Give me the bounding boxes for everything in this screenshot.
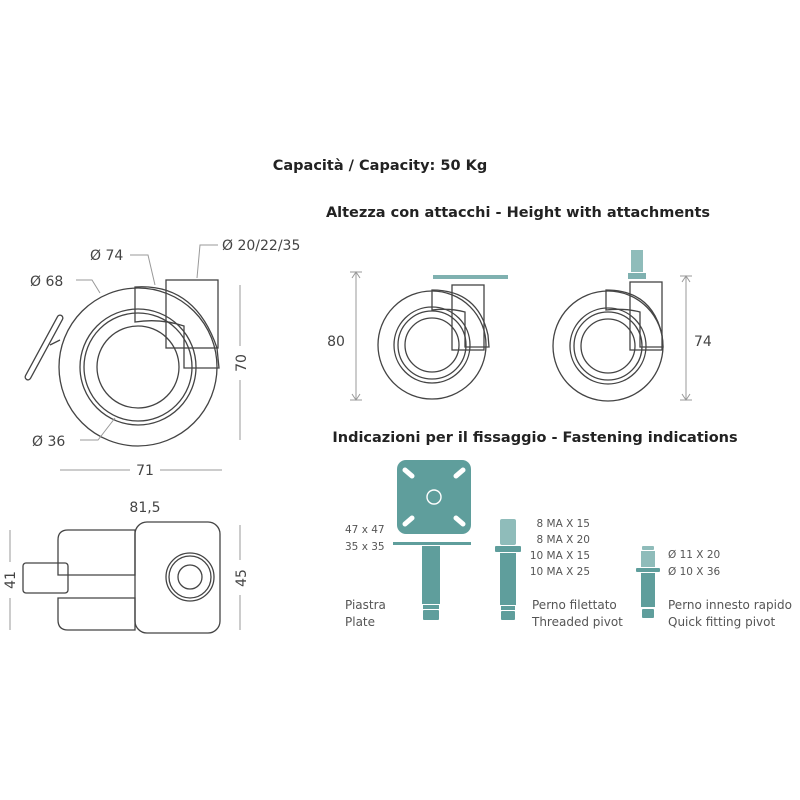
height-80-label: 80 [327,334,345,350]
quick-pivot-fitting: Ø 11 X 20 Ø 10 X 36 Perno innesto rapido… [636,546,792,629]
threaded-size-3: 10 MA X 25 [530,566,590,578]
height-heading: Altezza con attacchi - Height with attac… [326,205,710,221]
wheel-with-pivot: 74 [552,250,712,402]
width-71-label: 71 [136,463,154,479]
height-70-label: 70 [234,354,250,372]
quick-name-en: Quick fitting pivot [668,615,775,629]
plate-size-47: 47 x 47 [345,524,385,536]
quick-size-0: Ø 11 X 20 [668,549,720,561]
side-view-wheel [24,279,220,447]
plate-size-35: 35 x 35 [345,541,385,553]
capacity-title: Capacità / Capacity: 50 Kg [273,158,488,174]
plate-name-en: Plate [345,615,375,629]
threaded-pivot-fitting: 8 MA X 15 8 MA X 20 10 MA X 15 10 MA X 2… [495,518,623,629]
threaded-name-en: Threaded pivot [531,615,623,629]
quick-name-it: Perno innesto rapido [668,598,792,612]
threaded-name-it: Perno filettato [532,598,617,612]
threaded-size-0: 8 MA X 15 [537,518,591,530]
threaded-size-1: 8 MA X 20 [537,534,591,546]
fastening-heading: Indicazioni per il fissaggio - Fastening… [332,430,737,446]
width-41-label: 41 [3,571,19,589]
threaded-size-2: 10 MA X 15 [530,550,590,562]
side-view-dimensions: Ø 74 Ø 20/22/35 Ø 68 Ø 36 70 71 [30,238,300,479]
diameter-36-label: Ø 36 [32,434,65,450]
height-74-label: 74 [694,334,712,350]
width-45-label: 45 [234,569,250,587]
diameter-74-label: Ø 74 [90,248,123,264]
length-81-5-label: 81,5 [129,500,160,516]
plate-fitting: 47 x 47 35 x 35 Piastra Plate [345,460,471,629]
diameter-68-label: Ø 68 [30,274,63,290]
diameter-pivot-label: Ø 20/22/35 [222,238,300,254]
quick-size-1: Ø 10 X 36 [668,566,721,578]
bottom-view: 81,5 41 45 [3,500,250,634]
plate-name-it: Piastra [345,598,386,612]
wheel-with-plate: 80 [327,271,508,401]
